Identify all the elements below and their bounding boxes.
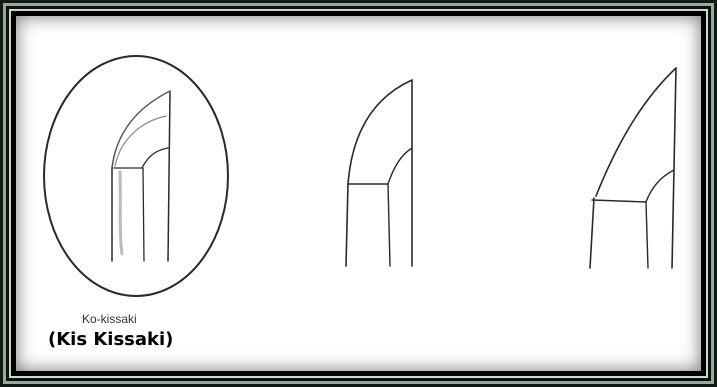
chu-kissaki-sketch (346, 80, 412, 266)
ko-kissaki-sketch (44, 56, 228, 296)
shinogi-line (646, 202, 648, 268)
o-kissaki-sketch (590, 68, 676, 268)
shinogi-line (388, 184, 390, 266)
ridge-line (142, 148, 168, 168)
blade-edge-line (590, 198, 594, 268)
yokote-line (592, 200, 646, 202)
ridge-line (388, 148, 412, 184)
blade-tip-curve-inner (115, 116, 166, 166)
ridge-line (646, 170, 674, 202)
ko-kissaki-caption: Ko-kissaki (82, 312, 137, 326)
blade-tip-curve (112, 91, 170, 168)
highlight-circle (44, 56, 228, 296)
blade-edge-line (346, 184, 348, 266)
blade-tip-curve (348, 80, 412, 184)
blade-back-line (672, 68, 676, 268)
shinogi-line (143, 168, 144, 261)
hamon-shade (120, 172, 122, 254)
sketch-canvas: Ko-kissaki (Kis Kissaki) (16, 16, 701, 371)
blade-back-line (168, 91, 170, 261)
kis-kissaki-caption: (Kis Kissaki) (48, 329, 173, 350)
